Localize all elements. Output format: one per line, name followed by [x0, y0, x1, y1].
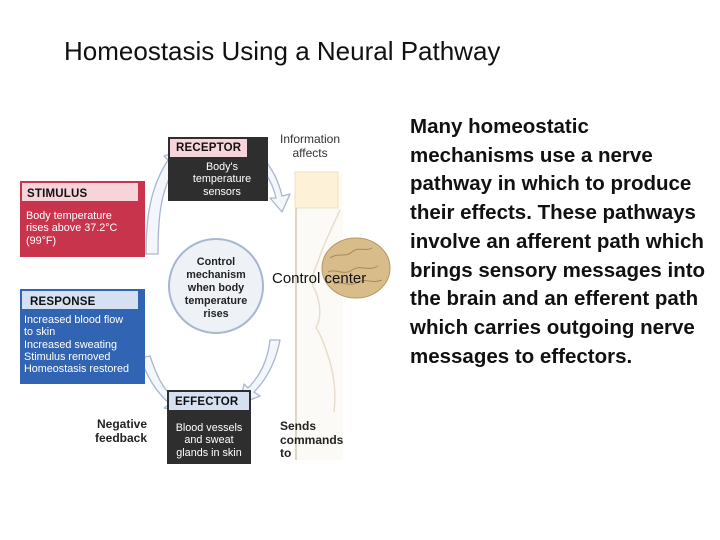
control-mechanism-circle: [168, 238, 264, 334]
control-mechanism-text: Control mechanism when body temperature …: [176, 256, 256, 321]
effector-box: [167, 390, 251, 464]
receptor-heading: RECEPTOR: [176, 142, 242, 154]
effector-heading: EFFECTOR: [175, 396, 239, 408]
receptor-line: Body's: [205, 161, 239, 173]
response-line: to skin: [24, 326, 56, 339]
info-line: affects: [292, 145, 328, 160]
body-text: Many homeostatic mechanisms use a nerve …: [410, 115, 706, 368]
face-outline: [311, 209, 341, 413]
negative-feedback-label: Negative feedback: [95, 417, 148, 445]
receptor-line: temperature: [192, 173, 252, 186]
effector-description: Blood vessels and sweat glands in skin: [170, 422, 248, 459]
response-box: [20, 289, 145, 384]
effector-line: and sweat: [184, 434, 234, 447]
sends-line: to: [280, 446, 292, 460]
receptor-description: Body's temperature sensors: [186, 161, 258, 198]
sends-line: commands: [280, 432, 344, 447]
information-affects-label: Information affects: [280, 132, 341, 160]
response-heading: RESPONSE: [30, 296, 96, 308]
slide-title: Homeostasis Using a Neural Pathway: [64, 36, 501, 66]
stimulus-box: [20, 181, 145, 257]
stimulus-line: (99°F): [26, 234, 57, 247]
response-line: Increased blood flow: [24, 314, 124, 326]
stimulus-description: Body temperature rises above 37.2°C (99°…: [26, 210, 117, 247]
response-line: Homeostasis restored: [24, 363, 130, 376]
control-line: when body: [187, 282, 245, 294]
control-line: temperature: [184, 295, 248, 307]
control-line: mechanism: [186, 269, 246, 281]
effector-line: glands in skin: [176, 446, 242, 459]
effector-line: Blood vessels: [175, 422, 243, 434]
control-center-label: Control center: [272, 270, 367, 287]
response-description: Increased blood flow to skin Increased s…: [24, 314, 129, 375]
control-line: Control: [196, 256, 236, 268]
response-line: Stimulus removed: [24, 350, 111, 363]
receptor-line: sensors: [203, 185, 241, 198]
control-line: rises: [203, 308, 229, 320]
feedback-line: feedback: [95, 430, 148, 445]
stimulus-heading: STIMULUS: [27, 188, 88, 200]
sends-commands-label: Sends commands to: [280, 419, 344, 461]
response-line: Increased sweating: [24, 338, 118, 351]
info-line: Information: [280, 132, 341, 146]
feedback-line: Negative: [97, 417, 148, 431]
stimulus-line: rises above 37.2°C: [26, 222, 118, 235]
head-illustration: [294, 171, 391, 460]
stimulus-line: Body temperature: [26, 210, 112, 222]
receptor-box: [168, 137, 268, 201]
sends-line: Sends: [280, 419, 317, 433]
